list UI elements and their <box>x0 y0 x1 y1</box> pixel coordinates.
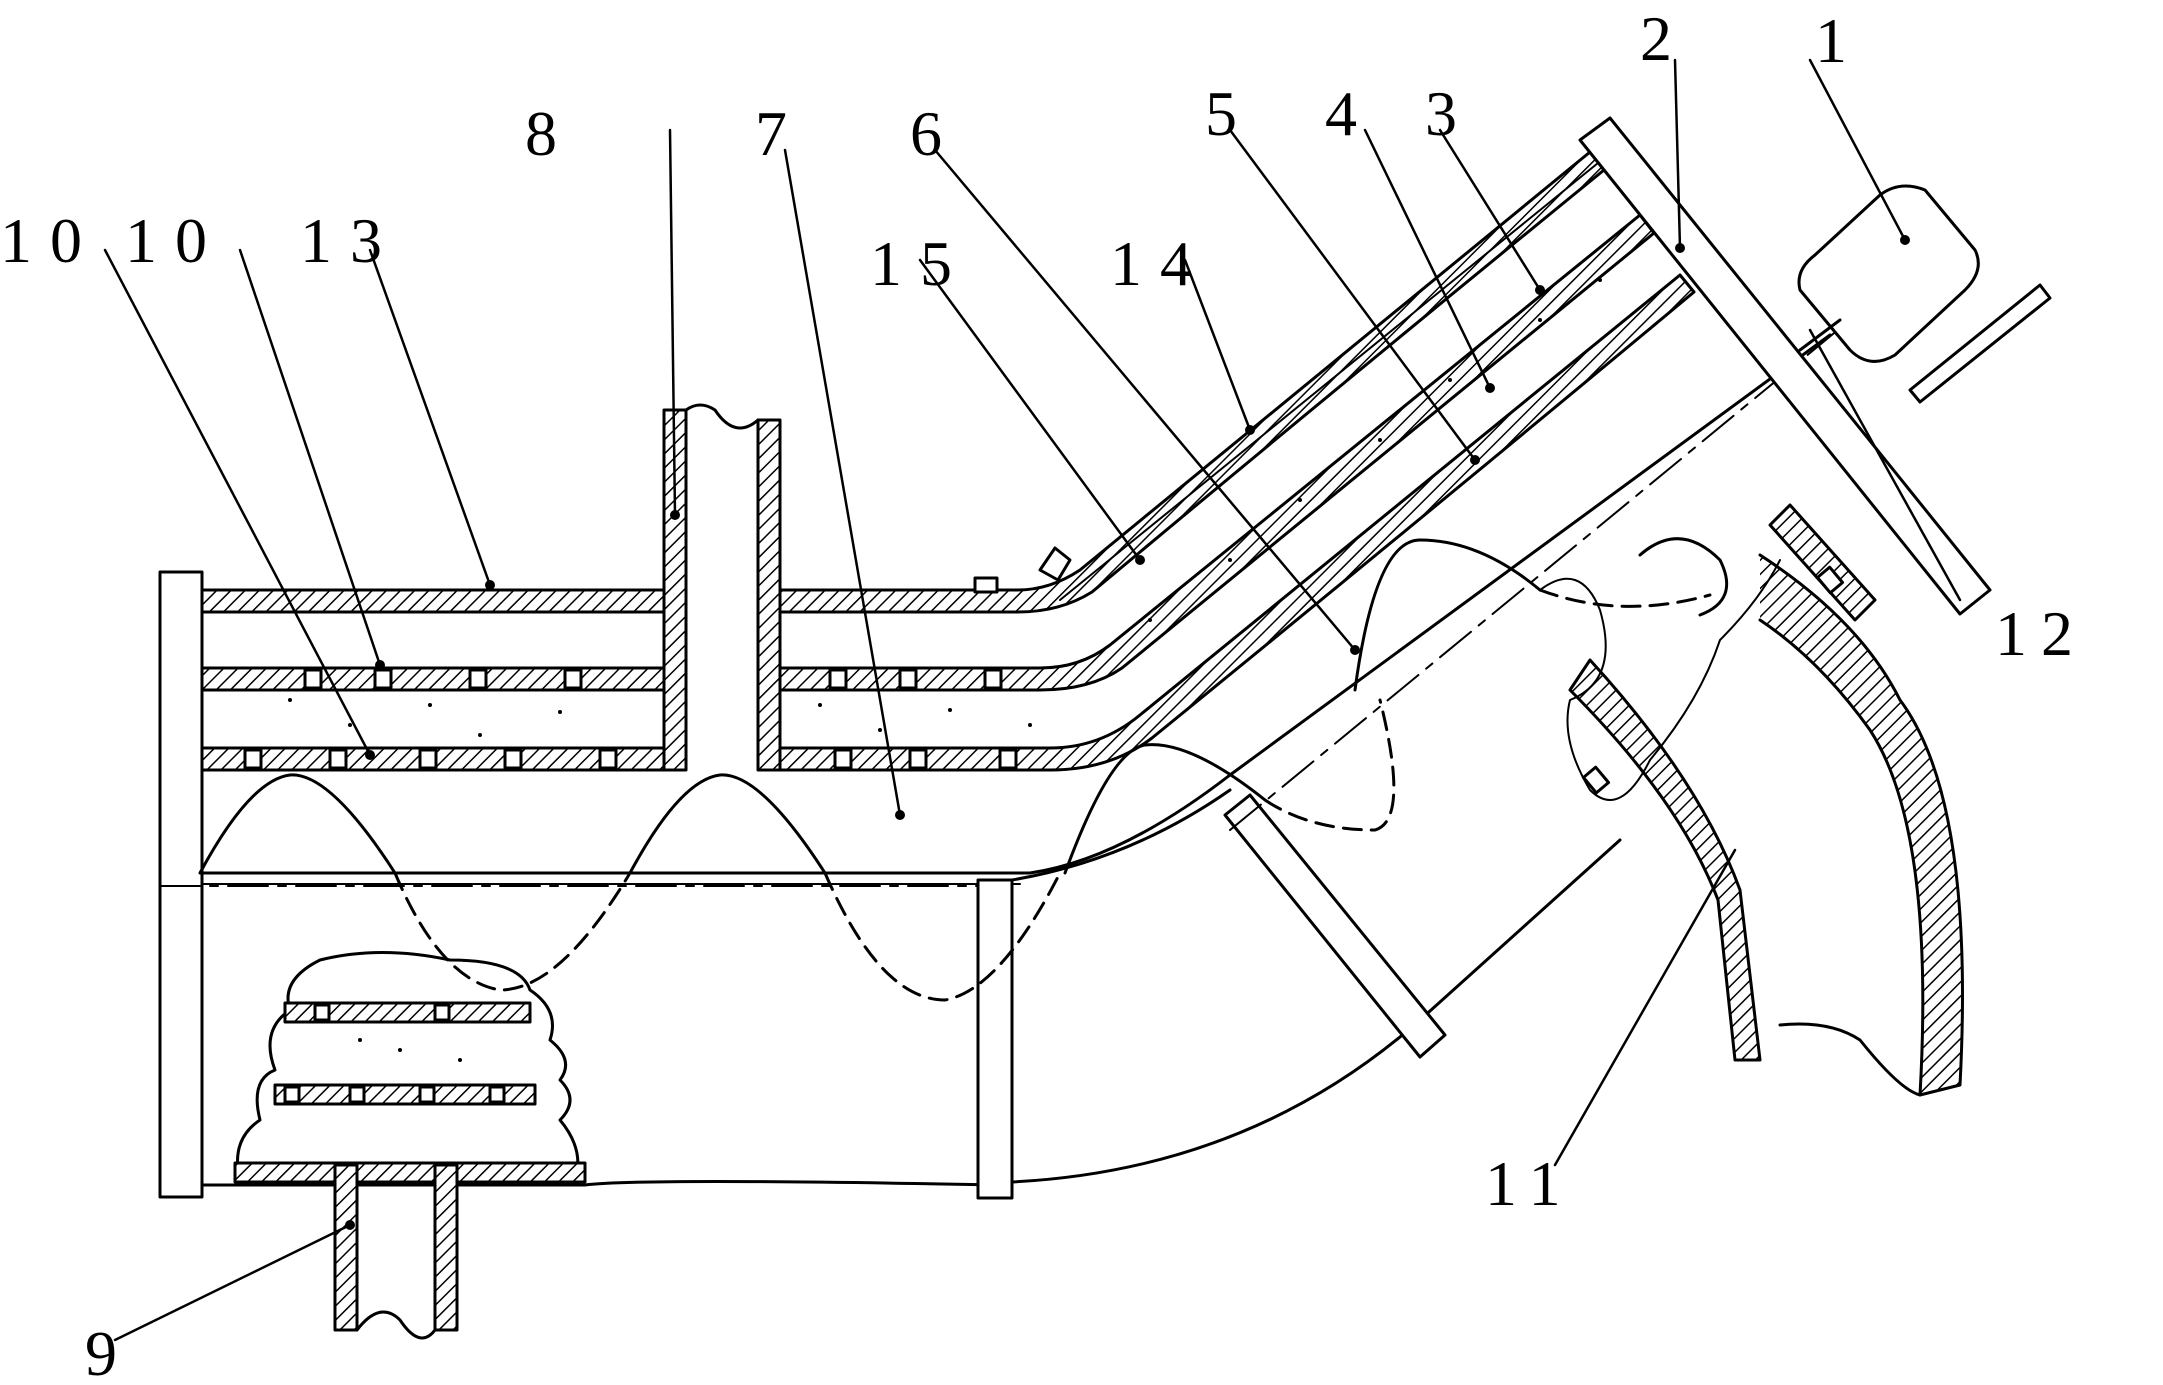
label-4: 4 <box>1325 78 1357 149</box>
middle-wall-right <box>778 213 1656 692</box>
motor-shaft <box>1798 318 1842 352</box>
outlet-pipe-left-wall <box>333 1163 359 1332</box>
label-15: 15 <box>870 228 970 299</box>
inlet-pipe-right-wall <box>756 418 782 772</box>
left-end-flange <box>158 570 204 1199</box>
lower-elbow-inner <box>1010 788 1232 882</box>
trough-bottom-line <box>200 1180 1002 1187</box>
label-14: 14 <box>1110 228 1210 299</box>
part-labels: 1 2 3 4 5 6 7 8 9 10 10 11 12 13 14 15 <box>0 3 2087 1385</box>
label-10b: 10 <box>125 205 225 276</box>
upper-cutaway <box>1638 537 1729 617</box>
top-nub-2 <box>1038 546 1072 582</box>
screw-flight-2 <box>628 773 827 875</box>
label-7: 7 <box>755 98 787 169</box>
discharge-cutaway <box>1539 559 1781 801</box>
screw-flight-3 <box>1063 743 1267 875</box>
label-6: 6 <box>910 98 942 169</box>
discharge-elbow-outer <box>1758 553 1964 1097</box>
outer-jacket-wall <box>200 588 670 614</box>
lower-left-cutaway <box>236 951 580 1182</box>
label-12: 12 <box>1995 598 2087 669</box>
motor-body <box>1797 184 1980 363</box>
label-3: 3 <box>1425 78 1457 149</box>
leader-lines <box>103 58 1962 1342</box>
cutaway-holes <box>283 1003 506 1104</box>
screw-flight-dashed-4 <box>1538 588 1712 608</box>
label-9: 9 <box>85 1318 117 1380</box>
outlet-pipe-right-wall <box>433 1163 459 1332</box>
screw-flight-dashed-2 <box>823 871 1062 1002</box>
lower-elbow-body <box>1010 838 1622 1184</box>
leader-dots <box>345 235 1910 1230</box>
label-10a: 10 <box>0 205 100 276</box>
inner-wall-right <box>778 273 1696 772</box>
shaft-centerline <box>1229 319 1851 831</box>
screw-flight-dashed-1 <box>393 871 632 992</box>
bearing-square-1 <box>1815 565 1845 595</box>
discharge-elbow-inner <box>1568 658 1762 1062</box>
label-13: 13 <box>300 205 400 276</box>
screw-flight-dashed-3 <box>1263 698 1396 832</box>
outer-jacket-wall-right <box>778 150 1606 614</box>
middle-wall <box>200 666 670 692</box>
label-2: 2 <box>1640 3 1672 74</box>
inlet-pipe <box>662 408 688 772</box>
bearing-square-2 <box>1581 765 1611 795</box>
trough-top-line <box>200 333 1832 875</box>
inlet-pipe-break <box>684 403 760 430</box>
outlet-pipe-break <box>355 1310 437 1340</box>
label-5: 5 <box>1205 78 1237 149</box>
top-nub <box>973 576 999 594</box>
outer-jacket-inner-wall <box>1059 162 1599 601</box>
screw-flight-4 <box>1353 538 1542 692</box>
cutaway-wall-lower <box>273 1083 537 1106</box>
middle-wall-holes <box>303 668 1003 690</box>
middle-flange <box>976 878 1014 1200</box>
screw-flight-1 <box>198 773 397 875</box>
discharge-elbow-break <box>1778 1022 1922 1097</box>
label-8: 8 <box>525 98 557 169</box>
motor-base <box>1908 283 2052 404</box>
bend-flange <box>1223 793 1447 1059</box>
cutaway-bottom-wall <box>233 1161 587 1184</box>
label-11: 11 <box>1485 1148 1575 1219</box>
inner-wall-holes <box>243 748 1018 770</box>
cutaway-wall-upper <box>283 1001 532 1024</box>
material-dots <box>288 278 1602 1062</box>
label-1: 1 <box>1815 5 1847 76</box>
end-flange-plate <box>1578 116 1992 616</box>
